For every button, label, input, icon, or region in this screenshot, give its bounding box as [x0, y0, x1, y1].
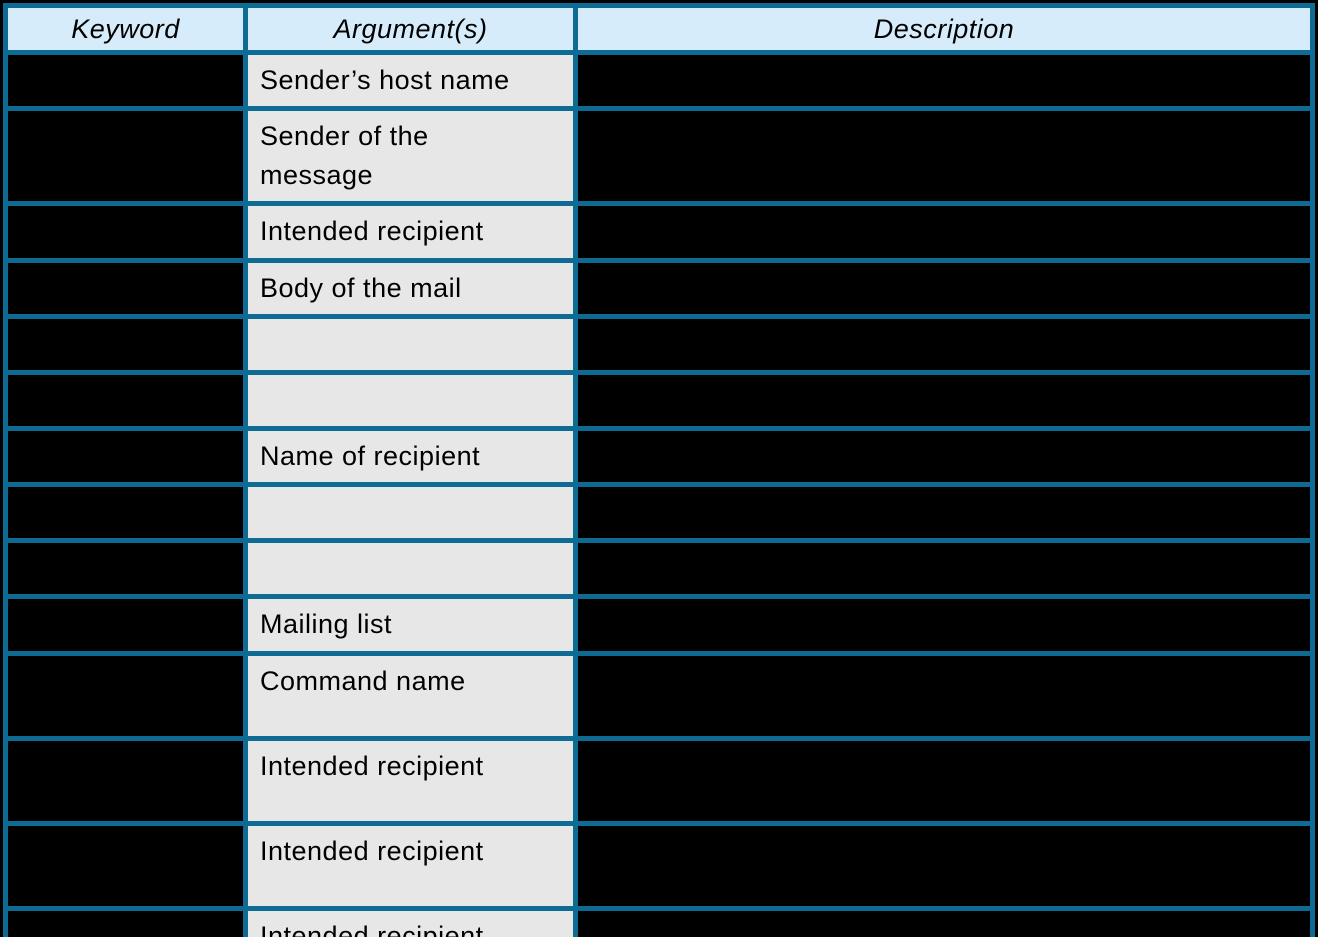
table-row [3, 538, 1315, 600]
keyword-cell [3, 257, 248, 319]
keywords-table: Keyword Argument(s) Description Sender’s… [3, 3, 1315, 937]
description-cell [573, 735, 1315, 826]
description-cell [573, 106, 1315, 207]
keyword-cell [3, 106, 248, 207]
argument-text: Intended recipient [260, 216, 484, 247]
table-row [3, 482, 1315, 544]
argument-cell: Name of recipient [243, 425, 578, 488]
description-cell [573, 425, 1315, 488]
table-row: Name of recipient [3, 425, 1315, 488]
argument-cell: Intended recipient [243, 905, 578, 937]
argument-cell: Intended recipient [243, 201, 578, 263]
keyword-cell [3, 49, 248, 112]
argument-cell: Intended recipient [243, 820, 578, 911]
header-cell-keyword: Keyword [3, 3, 248, 55]
argument-cell: Command name [243, 650, 578, 741]
keyword-cell [3, 313, 248, 375]
description-cell [573, 313, 1315, 375]
table-body: Sender’s host name Sender of the message… [3, 49, 1315, 937]
table-row [3, 369, 1315, 431]
argument-cell: Sender’s host name [243, 49, 578, 112]
keyword-cell [3, 482, 248, 544]
description-cell [573, 820, 1315, 911]
table-row: Intended recipient [3, 201, 1315, 263]
description-cell [573, 201, 1315, 263]
argument-text: Intended recipient [260, 835, 484, 866]
keyword-cell [3, 369, 248, 431]
description-cell [573, 905, 1315, 937]
argument-cell [243, 538, 578, 600]
table-row: Intended recipient [3, 905, 1315, 937]
argument-cell: Sender of the message [243, 106, 578, 207]
table-row [3, 313, 1315, 375]
keyword-cell [3, 735, 248, 826]
table-row: Sender’s host name [3, 49, 1315, 112]
argument-cell [243, 313, 578, 375]
argument-cell: Intended recipient [243, 735, 578, 826]
description-cell [573, 369, 1315, 431]
description-cell [573, 650, 1315, 741]
argument-text: Intended recipient [260, 920, 484, 937]
keyword-cell [3, 594, 248, 656]
argument-text: Sender of the message [260, 121, 429, 191]
argument-text: Mailing list [260, 609, 393, 640]
argument-text: Sender’s host name [260, 65, 510, 95]
argument-cell: Mailing list [243, 594, 578, 656]
argument-cell: Body of the mail [243, 257, 578, 319]
description-cell [573, 538, 1315, 600]
keyword-cell [3, 538, 248, 600]
argument-text: Body of the mail [260, 272, 462, 303]
table-row: Intended recipient [3, 820, 1315, 911]
header-cell-arguments: Argument(s) [243, 3, 578, 55]
description-cell [573, 257, 1315, 319]
description-cell [573, 594, 1315, 656]
table-row: Body of the mail [3, 257, 1315, 319]
argument-text: Name of recipient [260, 440, 481, 471]
table-row: Command name [3, 650, 1315, 741]
keyword-cell [3, 650, 248, 741]
header-cell-description: Description [573, 3, 1315, 55]
keyword-cell [3, 201, 248, 263]
table-row: Intended recipient [3, 735, 1315, 826]
table-row: Sender of the message [3, 106, 1315, 207]
description-cell [573, 482, 1315, 544]
argument-cell [243, 482, 578, 544]
table-header: Keyword Argument(s) Description [3, 3, 1315, 55]
keyword-cell [3, 425, 248, 488]
table-row: Mailing list [3, 594, 1315, 656]
header-row: Keyword Argument(s) Description [3, 3, 1315, 55]
description-cell [573, 49, 1315, 112]
keyword-cell [3, 905, 248, 937]
argument-cell [243, 369, 578, 431]
keyword-cell [3, 820, 248, 911]
argument-text: Command name [260, 665, 466, 696]
argument-text: Intended recipient [260, 750, 484, 781]
